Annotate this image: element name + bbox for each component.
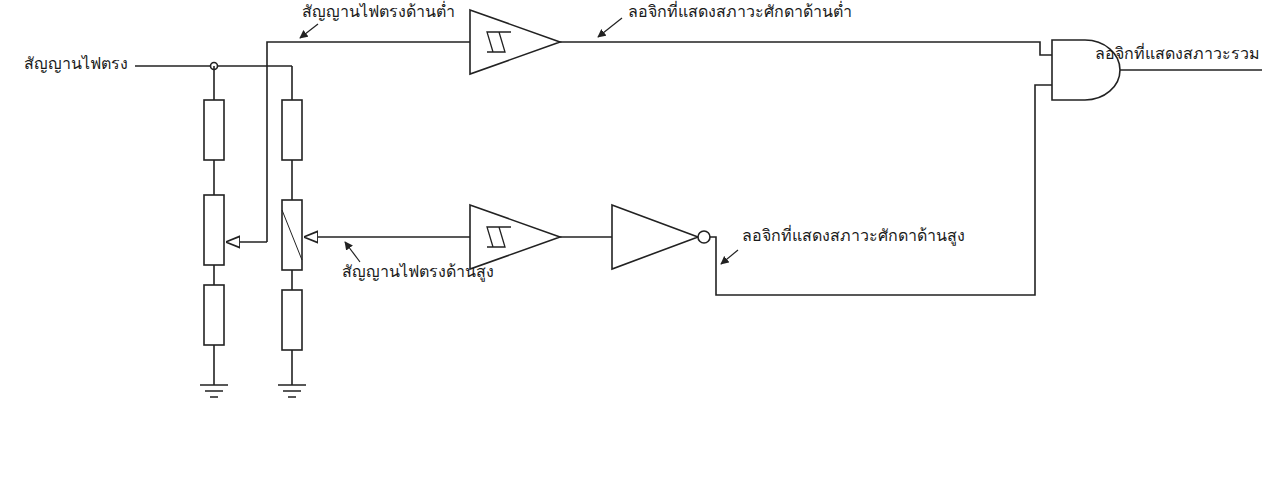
signal-label: ลอจิกที่แสดงสภาวะศักดาด้านต่ำ [626,2,854,22]
schmitt-buffer-top [470,10,560,74]
output-wire [1120,69,1262,71]
low-signal-wire [267,42,470,242]
voltage-divider-right [278,66,306,397]
leader-arrow [721,250,738,264]
high-signal-wire [305,236,470,238]
leader-arrow [345,242,360,262]
schmitt-buffer-bottom [470,205,560,269]
signal-label: สัญญานไฟตรงด้านสูง [340,262,496,282]
high-logic-wire [710,85,1052,295]
signal-label: สัญญานไฟตรงด้านต่ำ [300,2,457,22]
inverter-gate [612,205,710,269]
voltage-divider-left [200,66,228,397]
leader-arrow [598,18,622,37]
leader-arrow [300,24,318,38]
low-logic-wire [560,42,1052,55]
signal-label: ลอจิกที่แสดงสภาวะศักดาด้านสูง [740,226,967,246]
signal-label: ลอจิกที่แสดงสภาวะรวม [1093,44,1262,64]
signal-label: สัญญานไฟตรง [22,54,130,74]
buffer-to-inverter-wire [560,236,612,238]
wiper-wire-low [227,241,267,243]
